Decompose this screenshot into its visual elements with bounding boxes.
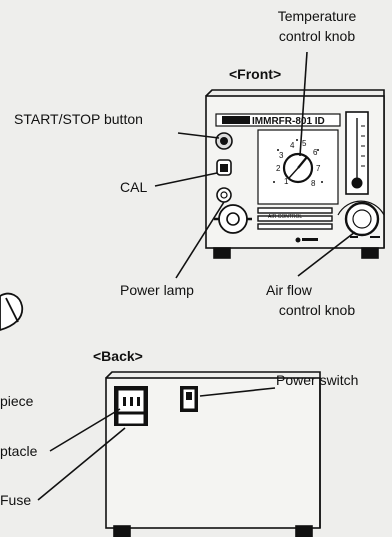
back-leader-lines [37,387,276,501]
label-air-flow-line1: Air flow [266,282,312,298]
air-flow-knob [337,200,385,238]
label-power-switch: Power switch [276,372,359,388]
start-stop-button [215,132,233,150]
fuse-holder [117,413,145,425]
front-leader-lines [154,51,356,279]
handpiece-connector [214,204,252,234]
dial-numbers: 1 2 3 4 5 6 7 8 [276,139,321,188]
label-receptacle-partial: ptacle [0,443,38,459]
svg-text:1: 1 [284,177,289,186]
label-temperature-line1: Temperature [277,8,357,24]
label-cal: CAL [120,179,148,195]
svg-text:2: 2 [276,164,281,173]
svg-text:7: 7 [316,164,321,173]
handpiece-partial [0,292,24,331]
power-switch [180,386,198,412]
flow-gauge [345,111,369,195]
svg-text:8: 8 [311,179,316,188]
back-title: <Back> [93,348,143,364]
vent-slots [257,207,333,230]
panel-caption: AIR CONTROL [268,214,302,220]
temperature-dial [257,129,339,205]
label-start-stop: START/STOP button [14,111,143,127]
svg-text:4: 4 [290,141,295,150]
brand-mark [295,237,318,243]
label-air-flow-line2: control knob [278,302,356,318]
label-handpiece-partial: piece [0,393,34,409]
front-title: <Front> [229,66,282,82]
svg-text:6: 6 [313,148,318,157]
label-power-lamp: Power lamp [120,282,194,298]
cal-trimmer [216,159,232,176]
model-label: IMMRFR-801 ID [252,116,325,127]
svg-text:3: 3 [279,151,284,160]
label-fuse-partial: Fuse [0,492,32,508]
power-lamp [216,187,232,203]
dial-ticks [273,139,323,183]
svg-text:5: 5 [302,139,307,148]
label-temperature-knob: Temperature control knob [262,6,372,46]
label-temperature-line2: control knob [278,28,356,44]
label-air-flow-knob: Air flow control knob [262,280,372,320]
